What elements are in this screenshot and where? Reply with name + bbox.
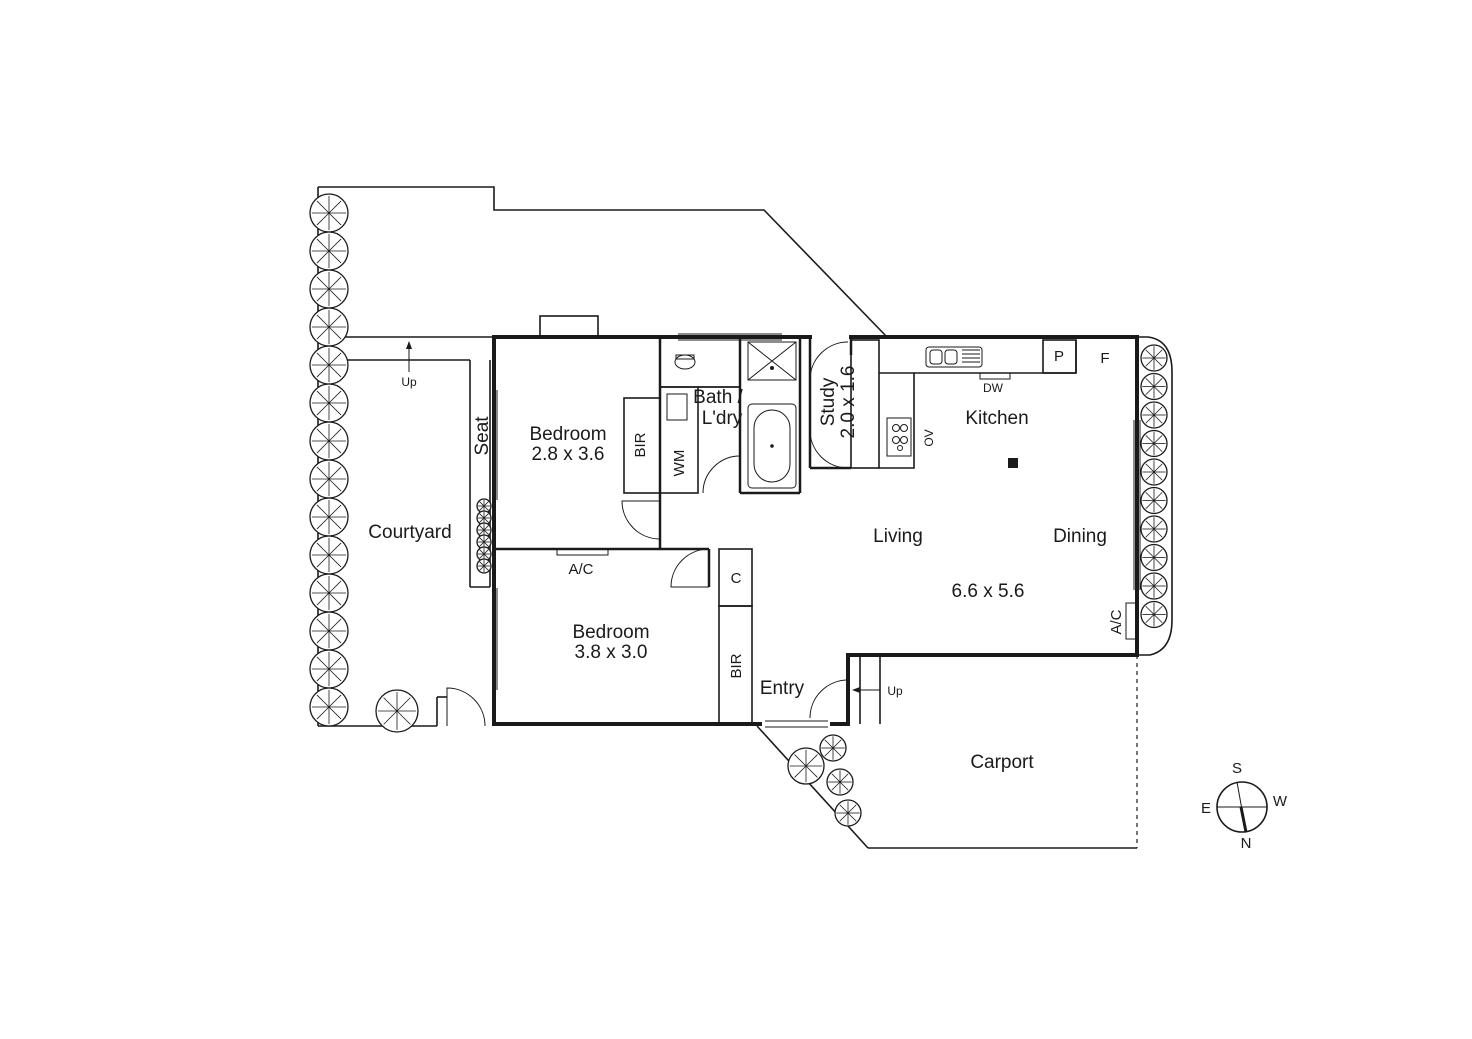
entry-up-label: Up [887, 684, 903, 698]
living-dimensions: 6.6 x 5.6 [952, 581, 1025, 602]
bathroom-fixtures [666, 341, 797, 489]
windows [492, 315, 1141, 728]
shrub-icon [1140, 600, 1168, 629]
shrub-icon [476, 498, 492, 514]
shrub-icon [1140, 515, 1168, 543]
shrub-icon [309, 649, 349, 689]
shrub-icon [1140, 344, 1168, 372]
shrub-icon [309, 383, 349, 423]
compass-w: W [1273, 793, 1288, 810]
shrub-icon [1140, 486, 1168, 515]
living-label: Living [873, 526, 923, 547]
shrub-icon [309, 193, 349, 233]
courtyard-steps [343, 336, 494, 588]
exterior-walls [492, 335, 1139, 726]
shrub-icon [476, 546, 492, 562]
shrub-icon [1140, 543, 1168, 572]
wm-label: WM [671, 450, 688, 477]
compass-n: N [1241, 835, 1252, 852]
compass [1216, 781, 1268, 833]
study-label: Study [818, 377, 839, 426]
study-dimensions: 2.0 x 1.6 [838, 366, 859, 439]
ac2-label: A/C [1108, 609, 1125, 634]
seat-label: Seat [472, 416, 493, 456]
bedroom2-dimensions: 3.8 x 3.0 [575, 642, 648, 663]
dining-label: Dining [1053, 526, 1107, 547]
shrub-icon [1140, 429, 1168, 458]
site-boundary [317, 186, 1173, 849]
ac1-label: A/C [568, 561, 593, 578]
shrub-icon [375, 689, 419, 733]
oven-label: OV [922, 429, 936, 446]
entry-steps [852, 655, 881, 724]
dishwasher-label: DW [983, 381, 1004, 395]
shrub-icon [476, 510, 492, 526]
compass-s: S [1232, 760, 1242, 777]
kitchen-label: Kitchen [965, 408, 1028, 429]
cupboard-label: C [731, 570, 742, 587]
shrub-icon [1140, 572, 1168, 600]
shrub-icon [1140, 401, 1168, 429]
doors [621, 341, 849, 719]
pantry-label: P [1054, 348, 1064, 365]
bir2-label: BIR [728, 653, 745, 678]
bedroom1-label: Bedroom [529, 424, 606, 445]
shrub-icon [309, 269, 349, 309]
kitchen-fixtures [879, 339, 1077, 469]
compass-e: E [1201, 800, 1211, 817]
shrub-icon [1140, 372, 1168, 401]
shrub-icon [826, 768, 854, 796]
shrub-icon [476, 522, 492, 538]
entry-label: Entry [760, 678, 805, 699]
carport-label: Carport [970, 752, 1034, 773]
fridge-label: F [1100, 350, 1109, 367]
shrub-icon [834, 799, 862, 827]
interior-walls [494, 337, 880, 725]
shrub-icon [309, 345, 349, 385]
shrub-icon [309, 231, 349, 271]
shrub-icon [309, 421, 349, 461]
shrub-icon [309, 611, 349, 651]
shrub-icon [309, 535, 349, 575]
bedroom2-label: Bedroom [572, 622, 649, 643]
shrub-icon [309, 497, 349, 537]
shrub-icon [309, 307, 349, 347]
bir1-label: BIR [632, 432, 649, 457]
shrub-icon [819, 734, 847, 762]
courtyard-gate [446, 687, 486, 727]
bath-label-line2: L'dry [702, 408, 743, 429]
ac-units [556, 548, 1138, 640]
shrubs [309, 193, 1168, 827]
courtyard-label: Courtyard [368, 522, 451, 543]
bath-label-line1: Bath / [693, 387, 743, 408]
shrub-icon [476, 558, 492, 574]
bedroom1-dimensions: 2.8 x 3.6 [532, 444, 605, 465]
shrub-icon [309, 573, 349, 613]
shrub-icon [1140, 458, 1168, 486]
shrub-icon [309, 687, 349, 727]
shrub-icon [787, 747, 825, 785]
shrub-icon [309, 459, 349, 499]
courtyard-up-label: Up [401, 375, 417, 389]
